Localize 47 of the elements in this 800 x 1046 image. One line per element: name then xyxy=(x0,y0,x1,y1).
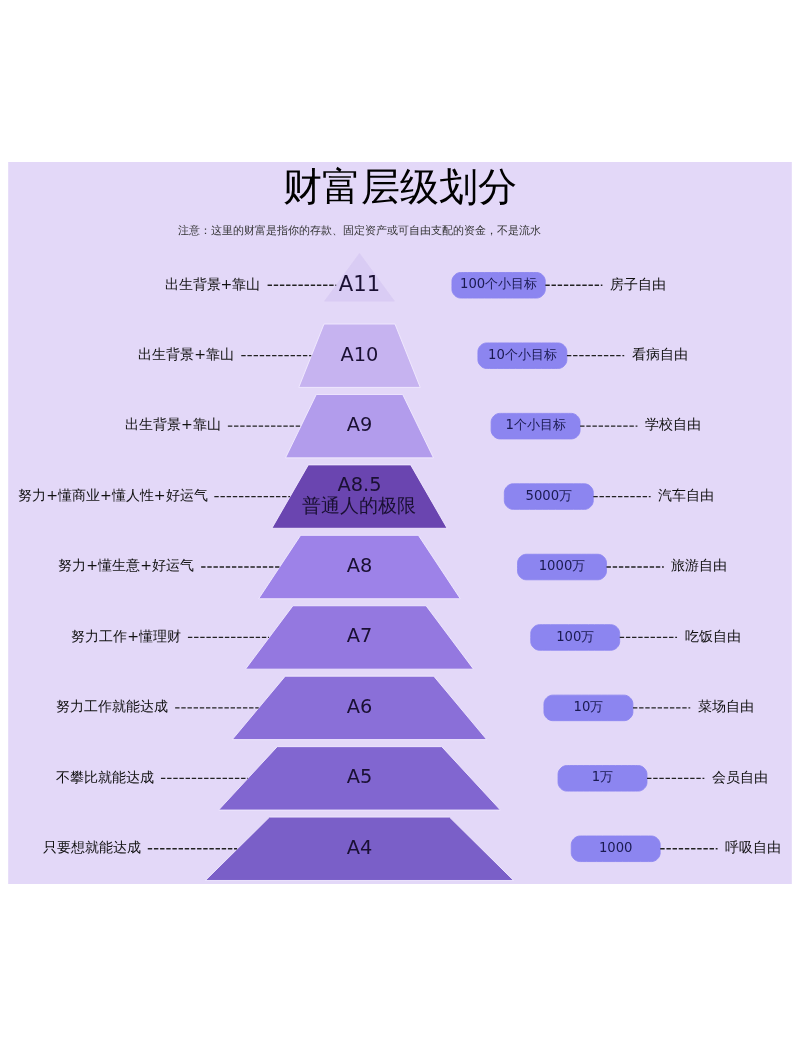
node-text: 汽车自由 xyxy=(658,486,715,503)
connector xyxy=(619,636,678,639)
node-text: 努力+懂生意+好运气 xyxy=(58,557,194,574)
connector xyxy=(592,495,652,498)
node-text: 菜场自由 xyxy=(697,698,754,715)
node-text: 旅游自由 xyxy=(671,557,728,574)
connector xyxy=(213,495,291,498)
node-text: 呼吸自由 xyxy=(725,839,782,856)
node-text: 学校自由 xyxy=(644,416,701,433)
node-box: 1000万 xyxy=(517,553,607,581)
node-box: 1万 xyxy=(557,765,648,792)
node-text: 不攀比就能达成 xyxy=(56,768,155,785)
connector xyxy=(659,848,719,850)
node-box: 10个小目标 xyxy=(477,342,568,369)
connector xyxy=(174,707,260,709)
node-box: 100个小目标 xyxy=(451,272,546,299)
connector xyxy=(632,707,691,709)
node-text: 努力+懂商业+懂人性+好运气 xyxy=(18,486,208,503)
node-text: 看病自由 xyxy=(631,346,688,363)
node-text: 出生背景+靠山 xyxy=(164,275,261,292)
node-text: 吃饭自由 xyxy=(684,627,741,644)
node-text: 只要想就能达成 xyxy=(42,839,141,856)
node-text: 出生背景+靠山 xyxy=(124,416,221,433)
node-text: 会员自由 xyxy=(711,768,768,785)
connector xyxy=(646,777,705,779)
connector xyxy=(266,284,337,286)
connector xyxy=(240,355,312,357)
connector xyxy=(566,355,625,357)
connector xyxy=(579,425,639,427)
connector xyxy=(605,566,665,568)
connector xyxy=(227,425,302,427)
connector xyxy=(200,566,281,568)
node-box: 100万 xyxy=(530,624,621,651)
node-box: 10万 xyxy=(543,694,634,722)
label: 注意：这里的财富是指你的存款、固定资产或可自由支配的资金，不是流水 xyxy=(178,222,541,237)
node-text: 努力工作+懂理财 xyxy=(71,627,182,644)
node-box: 1000 xyxy=(570,835,661,862)
node-box: 5000万 xyxy=(503,483,594,510)
connector xyxy=(187,636,270,639)
node-text: 努力工作就能达成 xyxy=(56,698,169,715)
node-text: 出生背景+靠山 xyxy=(138,346,234,363)
diagram-title: 财富层级划分 xyxy=(283,164,517,210)
connector xyxy=(160,777,249,779)
node-text: 房子自由 xyxy=(609,275,666,292)
node-box: 1个小目标 xyxy=(490,412,581,440)
connector xyxy=(147,848,238,850)
connector xyxy=(544,284,603,286)
